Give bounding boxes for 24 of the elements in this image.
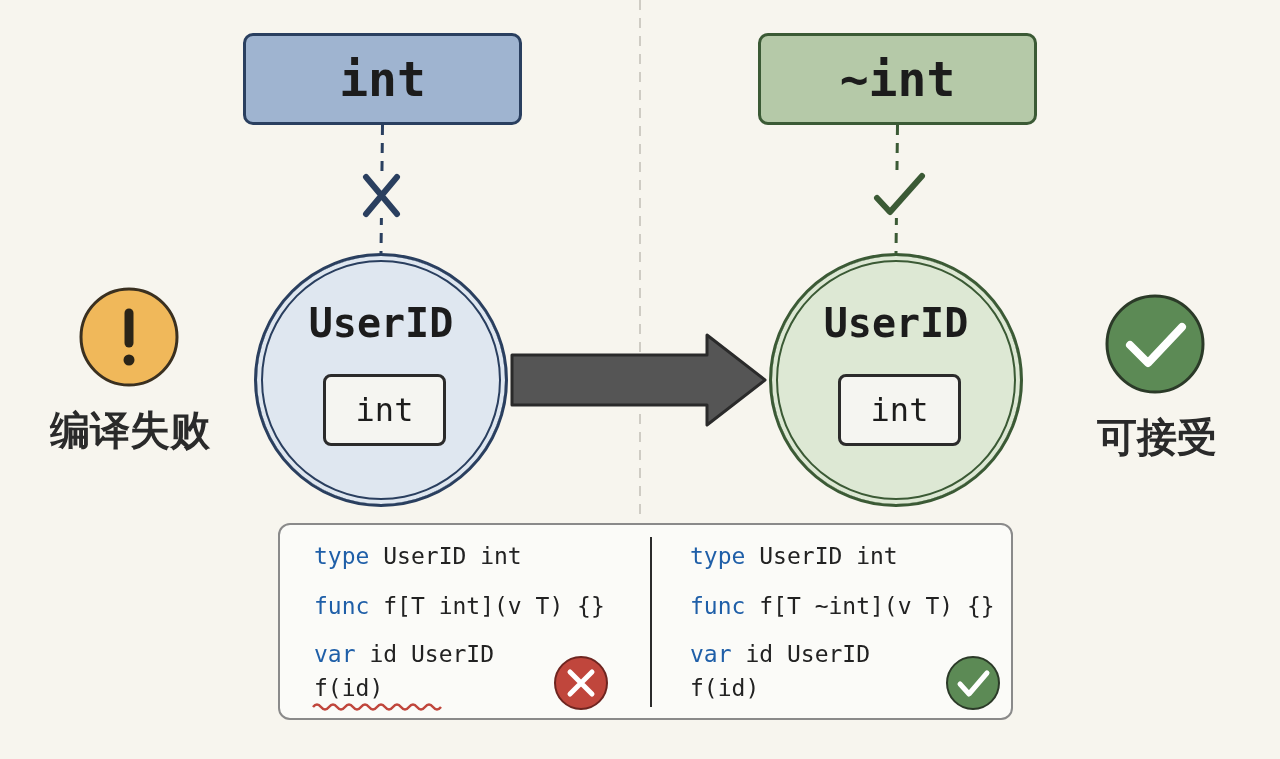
type-name: int xyxy=(339,51,426,107)
code-line: func f[T int](v T) {} xyxy=(314,593,605,619)
status-label: 编译失败 xyxy=(50,405,210,455)
type-name: int xyxy=(355,391,414,429)
type-box xyxy=(243,33,522,125)
block-arrow xyxy=(510,333,767,427)
code-line: f(id) xyxy=(314,675,384,701)
code-line: type UserID int xyxy=(314,543,522,569)
type-box xyxy=(838,374,961,446)
type-name: UserID xyxy=(307,300,455,346)
code-line: var id UserID xyxy=(314,641,495,667)
type-name: ~int xyxy=(839,51,956,107)
type-box xyxy=(758,33,1037,125)
code-line: var id UserID xyxy=(690,641,871,667)
code-panel xyxy=(278,523,1013,720)
type-name: UserID xyxy=(822,300,970,346)
code-line: type UserID int xyxy=(690,543,898,569)
dashed-line xyxy=(379,125,384,253)
type-box xyxy=(323,374,446,446)
dashed-line xyxy=(894,125,899,253)
type-name: int xyxy=(870,391,929,429)
code-line: f(id) xyxy=(690,675,760,701)
code-line: func f[T ~int](v T) {} xyxy=(690,593,995,619)
status-label: 可接受 xyxy=(1097,412,1217,462)
